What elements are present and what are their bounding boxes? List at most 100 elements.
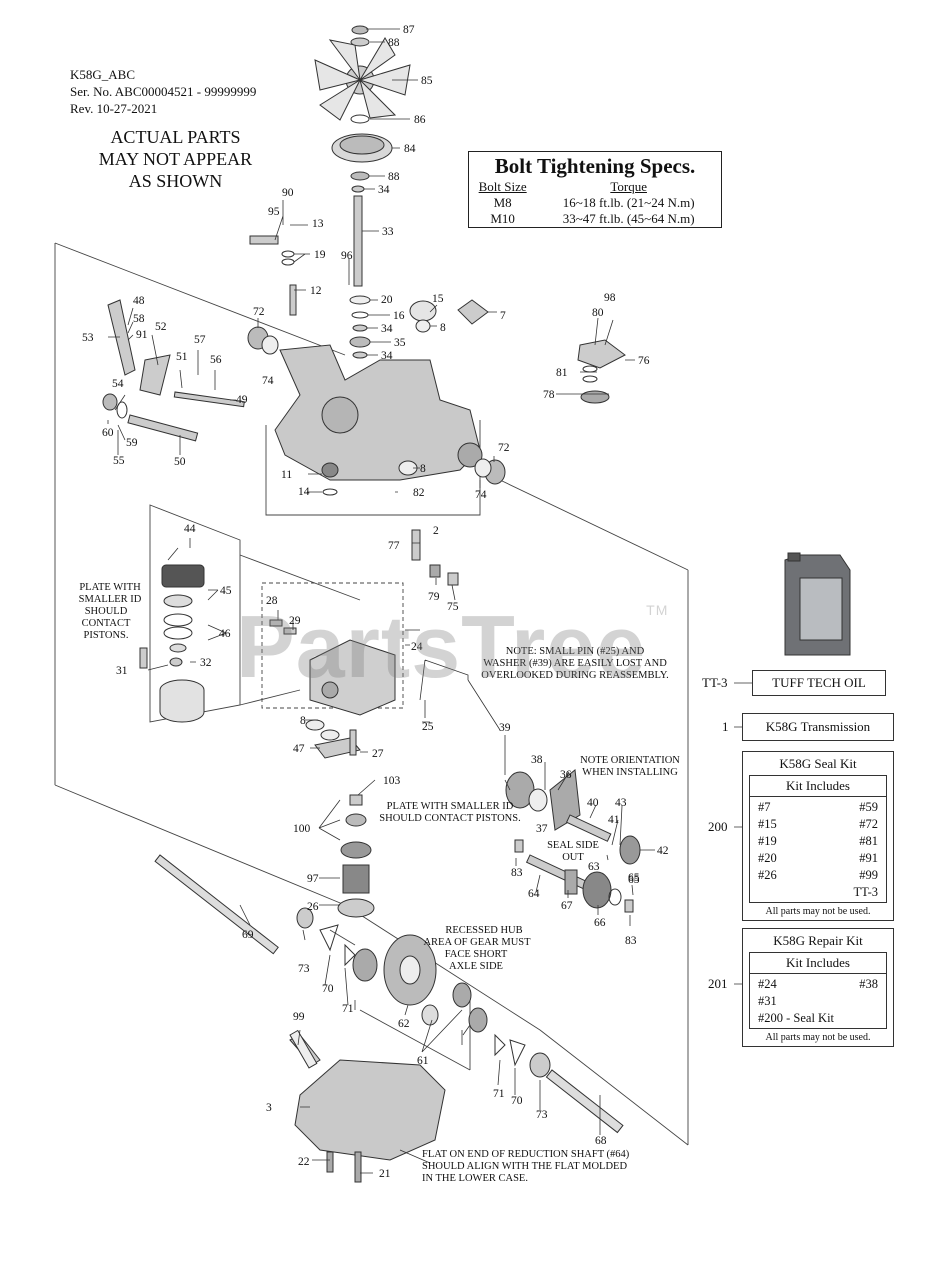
part-number-8[interactable]: 8 — [440, 322, 446, 334]
part-number-84[interactable]: 84 — [404, 143, 416, 155]
part-number-98[interactable]: 98 — [604, 292, 616, 304]
part-number-8[interactable]: 8 — [420, 463, 426, 475]
part-number-68[interactable]: 68 — [595, 1135, 607, 1147]
part-number-87[interactable]: 87 — [403, 24, 415, 36]
part-number-51[interactable]: 51 — [176, 351, 188, 363]
part-number-88[interactable]: 88 — [388, 171, 400, 183]
part-number-61[interactable]: 61 — [417, 1055, 429, 1067]
part-number-14[interactable]: 14 — [298, 486, 310, 498]
part-number-45[interactable]: 45 — [220, 585, 232, 597]
part-number-90[interactable]: 90 — [282, 187, 294, 199]
part-number-57[interactable]: 57 — [194, 334, 206, 346]
part-number-54[interactable]: 54 — [112, 378, 124, 390]
part-number-74[interactable]: 74 — [475, 489, 487, 501]
part-number-34[interactable]: 34 — [378, 184, 390, 196]
part-number-16[interactable]: 16 — [393, 310, 405, 322]
part-number-25[interactable]: 25 — [422, 721, 434, 733]
seal-kit-box[interactable]: K58G Seal Kit Kit Includes #7 #59 #15 #7… — [742, 751, 894, 921]
part-number-58[interactable]: 58 — [133, 313, 145, 325]
part-number-48[interactable]: 48 — [133, 295, 145, 307]
part-number-53[interactable]: 53 — [82, 332, 94, 344]
part-number-27[interactable]: 27 — [372, 748, 384, 760]
part-number-47[interactable]: 47 — [293, 743, 305, 755]
part-number-52[interactable]: 52 — [155, 321, 167, 333]
part-number-67[interactable]: 67 — [561, 900, 573, 912]
part-number-26[interactable]: 26 — [307, 901, 319, 913]
part-number-31[interactable]: 31 — [116, 665, 128, 677]
part-number-83[interactable]: 83 — [511, 867, 523, 879]
part-number-11[interactable]: 11 — [281, 469, 292, 481]
part-number-32[interactable]: 32 — [200, 657, 212, 669]
part-number-35[interactable]: 35 — [394, 337, 406, 349]
part-number-40[interactable]: 40 — [587, 797, 599, 809]
part-number-34[interactable]: 34 — [381, 323, 393, 335]
part-number-62[interactable]: 62 — [398, 1018, 410, 1030]
part-number-37[interactable]: 37 — [536, 823, 548, 835]
part-number-28[interactable]: 28 — [266, 595, 278, 607]
part-number-77[interactable]: 77 — [388, 540, 400, 552]
tuff-tech-oil-box[interactable]: TUFF TECH OIL — [752, 670, 886, 696]
part-number-91[interactable]: 91 — [136, 329, 148, 341]
part-number-20[interactable]: 20 — [381, 294, 393, 306]
part-number-72[interactable]: 72 — [253, 306, 265, 318]
part-number-46[interactable]: 46 — [219, 628, 231, 640]
k58g-transmission-box[interactable]: K58G Transmission — [742, 713, 894, 741]
part-number-71[interactable]: 71 — [493, 1088, 505, 1100]
part-number-65[interactable]: 65 — [628, 872, 640, 884]
part-number-12[interactable]: 12 — [310, 285, 322, 297]
part-number-70[interactable]: 70 — [322, 983, 334, 995]
part-number-55[interactable]: 55 — [113, 455, 125, 467]
part-number-22[interactable]: 22 — [298, 1156, 310, 1168]
part-number-97[interactable]: 97 — [307, 873, 319, 885]
part-number-2[interactable]: 2 — [433, 525, 439, 537]
part-number-88[interactable]: 88 — [388, 37, 400, 49]
part-number-49[interactable]: 49 — [236, 394, 248, 406]
part-number-72[interactable]: 72 — [498, 442, 510, 454]
part-number-19[interactable]: 19 — [314, 249, 326, 261]
part-number-13[interactable]: 13 — [312, 218, 324, 230]
part-number-36[interactable]: 36 — [560, 769, 572, 781]
part-number-79[interactable]: 79 — [428, 591, 440, 603]
part-number-44[interactable]: 44 — [184, 523, 196, 535]
part-number-50[interactable]: 50 — [174, 456, 186, 468]
part-number-7[interactable]: 7 — [500, 310, 506, 322]
part-number-42[interactable]: 42 — [657, 845, 669, 857]
part-number-33[interactable]: 33 — [382, 226, 394, 238]
part-number-75[interactable]: 75 — [447, 601, 459, 613]
part-number-41[interactable]: 41 — [608, 814, 620, 826]
part-number-70[interactable]: 70 — [511, 1095, 523, 1107]
part-number-63[interactable]: 63 — [588, 861, 600, 873]
part-number-95[interactable]: 95 — [268, 206, 280, 218]
part-number-8[interactable]: 8 — [300, 715, 306, 727]
part-number-69[interactable]: 69 — [242, 929, 254, 941]
part-number-99[interactable]: 99 — [293, 1011, 305, 1023]
part-number-39[interactable]: 39 — [499, 722, 511, 734]
part-number-78[interactable]: 78 — [543, 389, 555, 401]
part-number-59[interactable]: 59 — [126, 437, 138, 449]
part-number-21[interactable]: 21 — [379, 1168, 391, 1180]
part-number-15[interactable]: 15 — [432, 293, 444, 305]
part-number-60[interactable]: 60 — [102, 427, 114, 439]
part-number-3[interactable]: 3 — [266, 1102, 272, 1114]
part-number-103[interactable]: 103 — [383, 775, 401, 787]
part-number-73[interactable]: 73 — [536, 1109, 548, 1121]
part-number-38[interactable]: 38 — [531, 754, 543, 766]
part-number-65[interactable]: 65 — [628, 874, 640, 886]
part-number-66[interactable]: 66 — [594, 917, 606, 929]
part-number-29[interactable]: 29 — [289, 615, 301, 627]
part-number-86[interactable]: 86 — [414, 114, 426, 126]
part-number-56[interactable]: 56 — [210, 354, 222, 366]
repair-kit-box[interactable]: K58G Repair Kit Kit Includes #24 #38 #31… — [742, 928, 894, 1047]
part-number-64[interactable]: 64 — [528, 888, 540, 900]
part-number-82[interactable]: 82 — [413, 487, 425, 499]
part-number-80[interactable]: 80 — [592, 307, 604, 319]
part-number-81[interactable]: 81 — [556, 367, 568, 379]
part-number-43[interactable]: 43 — [615, 797, 627, 809]
part-number-76[interactable]: 76 — [638, 355, 650, 367]
part-number-24[interactable]: 24 — [411, 641, 423, 653]
part-number-74[interactable]: 74 — [262, 375, 274, 387]
part-number-73[interactable]: 73 — [298, 963, 310, 975]
part-number-34[interactable]: 34 — [381, 350, 393, 362]
part-number-83[interactable]: 83 — [625, 935, 637, 947]
part-number-85[interactable]: 85 — [421, 75, 433, 87]
